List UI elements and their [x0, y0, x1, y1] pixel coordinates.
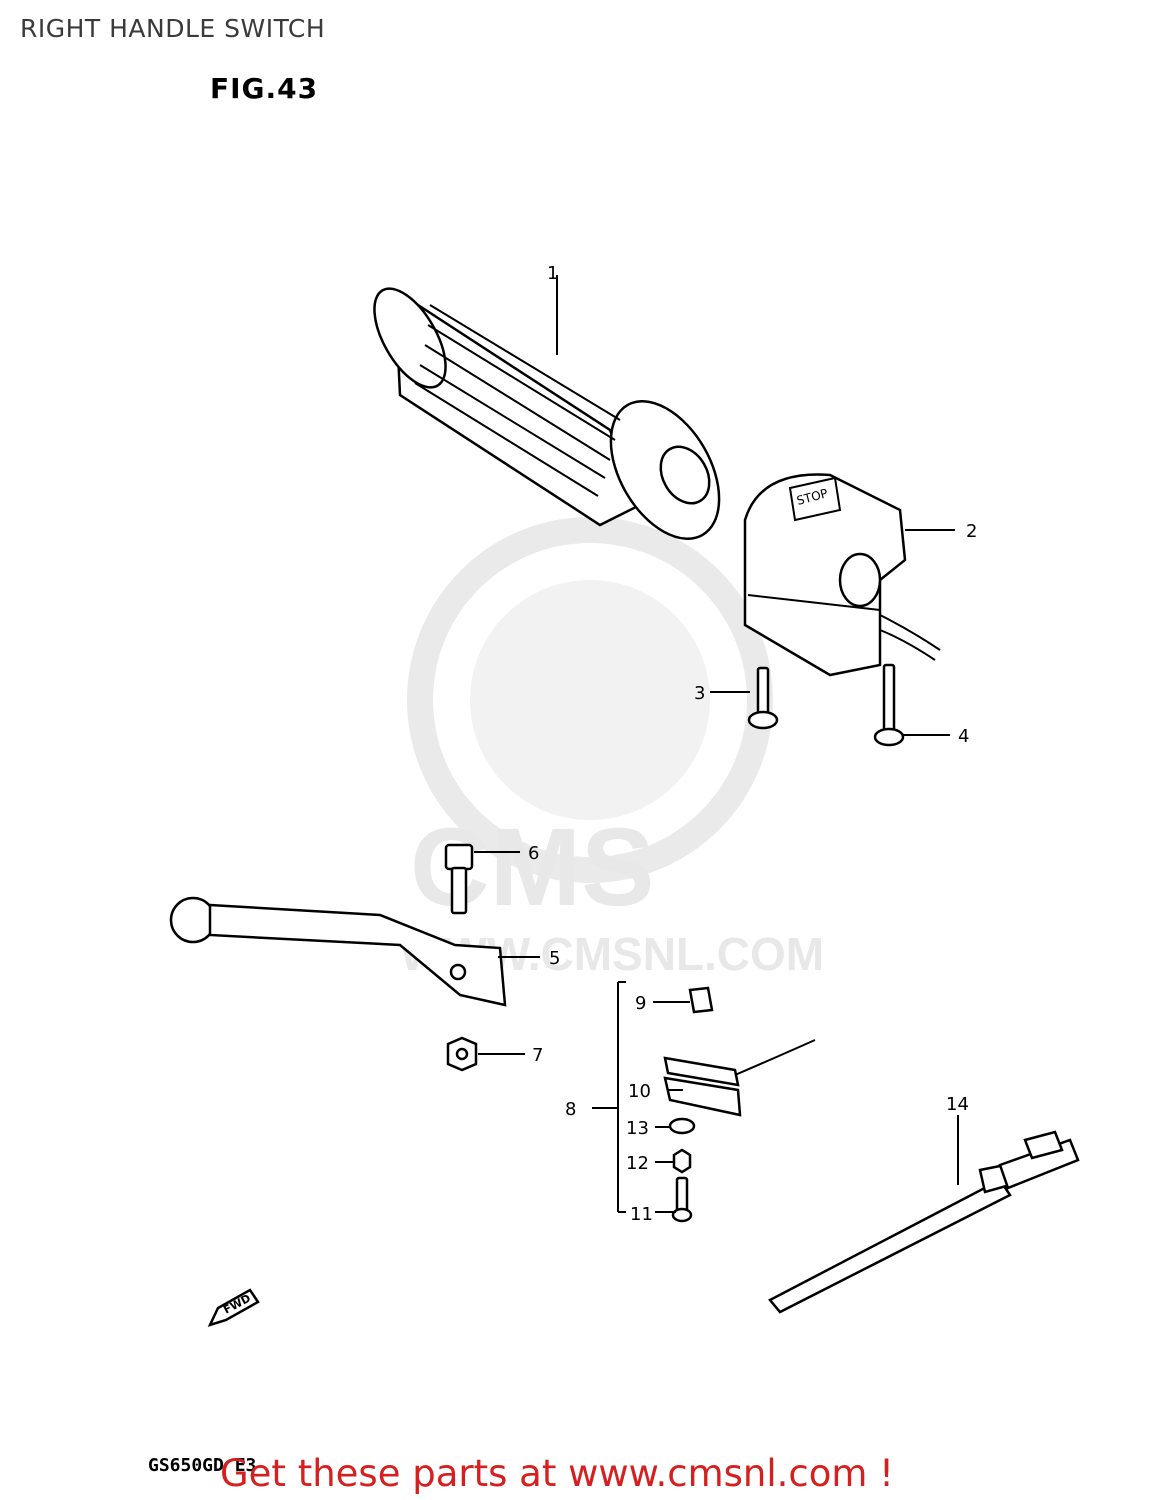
leader-lines: [474, 275, 959, 1213]
callout-5: 5: [549, 948, 560, 969]
screw-short: [747, 666, 779, 730]
stop-switch-assembly: [663, 986, 816, 1223]
nut: [446, 1036, 478, 1072]
pivot-bolt: [444, 843, 474, 915]
callout-10: 10: [628, 1081, 651, 1102]
callout-numbers: 1 2 3 4 5 6 7 8 9 10 11 12 13 14: [528, 263, 977, 1225]
brake-lever: [169, 896, 507, 1007]
promo-link[interactable]: Get these parts at www.cmsnl.com !: [220, 1452, 895, 1495]
callout-11: 11: [630, 1204, 653, 1225]
switch-housing: STOP: [743, 473, 941, 677]
callout-4: 4: [958, 726, 969, 747]
forward-direction-arrow: FWD: [207, 1288, 260, 1328]
model-code: GS650GD E3: [148, 1455, 257, 1476]
callout-8: 8: [565, 1099, 576, 1120]
figure-label: FIG.43: [210, 72, 319, 105]
page-title: RIGHT HANDLE SWITCH: [20, 14, 326, 43]
callout-2: 2: [966, 521, 977, 542]
callout-14: 14: [946, 1094, 969, 1115]
callout-13: 13: [626, 1118, 649, 1139]
callout-3: 3: [694, 683, 705, 704]
cable-tie: [768, 1130, 1080, 1314]
callout-12: 12: [626, 1153, 649, 1174]
throttle-grip: [373, 287, 721, 540]
callout-9: 9: [635, 993, 646, 1014]
callout-1: 1: [547, 263, 558, 284]
callout-7: 7: [532, 1045, 543, 1066]
screw-long: [873, 663, 905, 747]
callout-6: 6: [528, 843, 539, 864]
